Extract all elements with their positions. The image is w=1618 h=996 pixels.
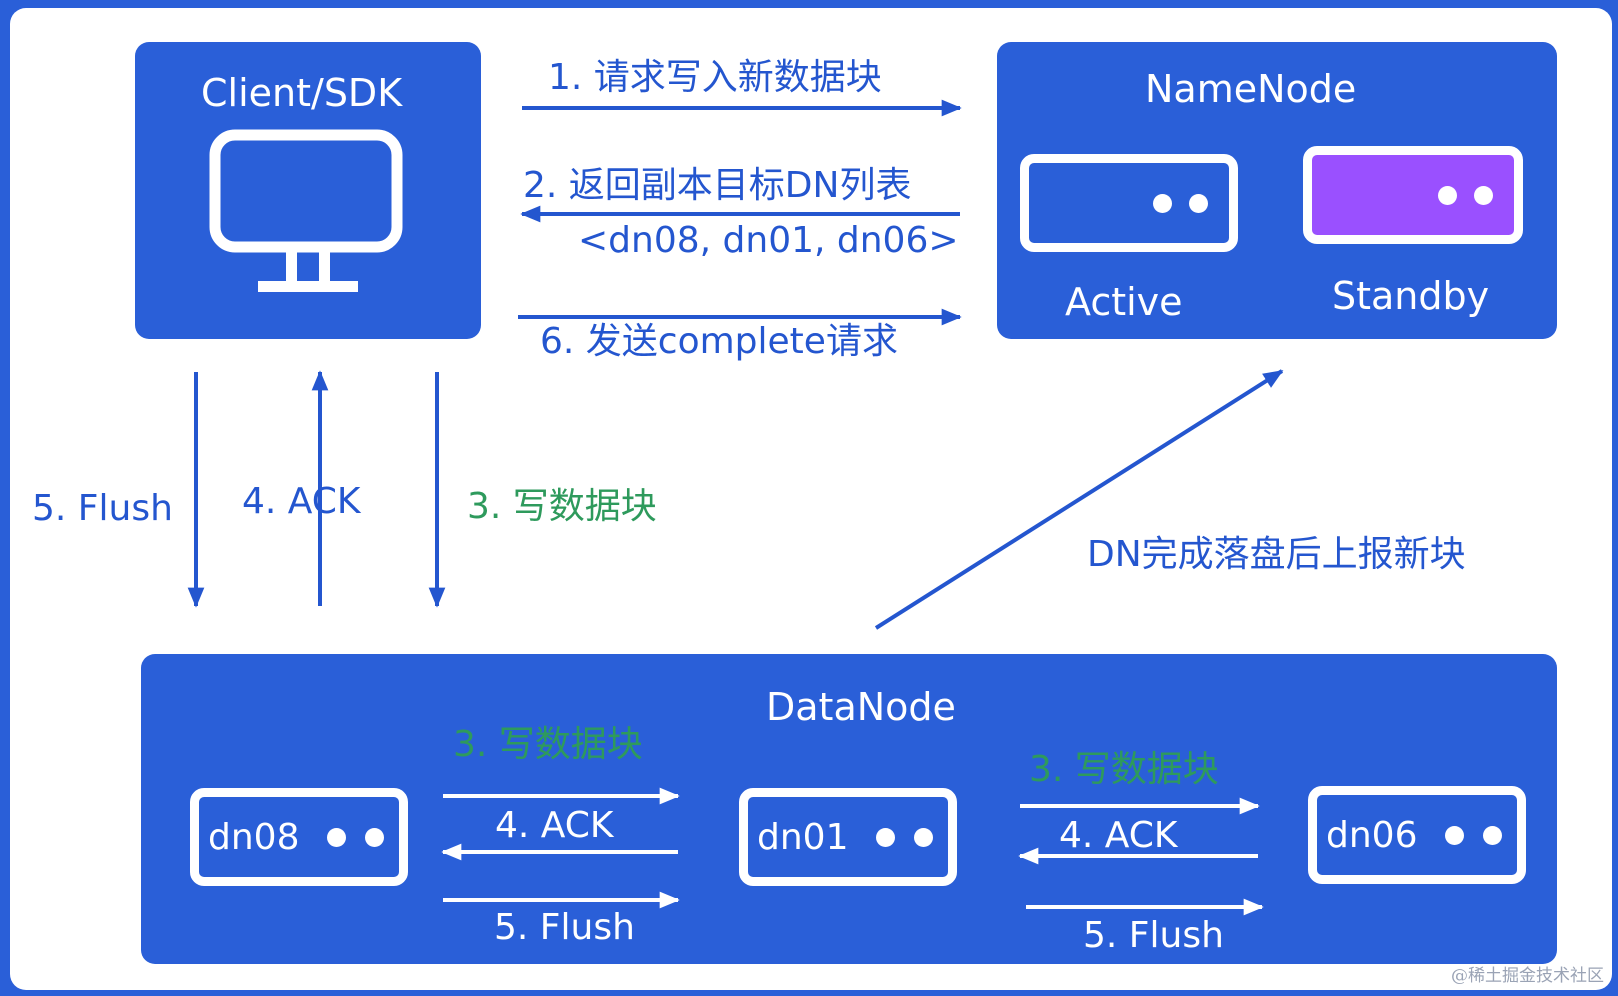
pipeline-write-label-2: 3. 写数据块 bbox=[1029, 749, 1219, 790]
step-ack: 4. ACK bbox=[242, 481, 361, 522]
step-complete: 6. 发送complete请求 bbox=[540, 321, 898, 362]
server-dot bbox=[365, 828, 384, 847]
server-dot bbox=[876, 828, 895, 847]
server-dot bbox=[1189, 194, 1208, 213]
standby-server bbox=[1303, 146, 1523, 244]
namenode-panel: NameNode Active Standby bbox=[997, 42, 1557, 339]
server-dot bbox=[914, 828, 933, 847]
step-report: DN完成落盘后上报新块 bbox=[1087, 534, 1466, 575]
step-request-write: 1. 请求写入新数据块 bbox=[548, 57, 882, 98]
pipeline-write-label-1: 3. 写数据块 bbox=[453, 724, 643, 765]
server-dot bbox=[1474, 186, 1493, 205]
dn01-label: dn01 bbox=[757, 817, 849, 858]
client-panel: Client/SDK bbox=[135, 42, 481, 339]
pipeline-ack-label-2: 4. ACK bbox=[1059, 815, 1178, 856]
datanode-title: DataNode bbox=[766, 685, 956, 729]
dn06-label: dn06 bbox=[1326, 815, 1418, 856]
server-dot bbox=[1445, 826, 1464, 845]
server-dot bbox=[327, 828, 346, 847]
dn08-server: dn08 bbox=[190, 788, 408, 886]
watermark: @稀土掘金技术社区 bbox=[1451, 966, 1604, 986]
server-dot bbox=[1438, 186, 1457, 205]
pipeline-flush-label-2: 5. Flush bbox=[1083, 915, 1224, 956]
dn01-server: dn01 bbox=[739, 788, 957, 886]
arrow-report bbox=[874, 369, 1284, 630]
dn06-server: dn06 bbox=[1308, 786, 1526, 884]
step-flush: 5. Flush bbox=[32, 488, 173, 529]
server-dot bbox=[1483, 826, 1502, 845]
datanode-panel: DataNode dn08 dn01 dn06 3. 写数据块 4. ACK 5… bbox=[141, 654, 1557, 964]
arrows-layer bbox=[187, 99, 1284, 916]
standby-label: Standby bbox=[1332, 274, 1490, 318]
monitor-icon bbox=[209, 129, 403, 292]
dn08-label: dn08 bbox=[208, 817, 300, 858]
active-label: Active bbox=[1065, 280, 1183, 324]
pipeline-ack-label-1: 4. ACK bbox=[495, 805, 614, 846]
step-write-block: 3. 写数据块 bbox=[467, 486, 657, 527]
pipeline-flush-label-1: 5. Flush bbox=[494, 907, 635, 948]
diagram-canvas: Client/SDK NameNode Active Standby DataN… bbox=[10, 8, 1612, 990]
namenode-title: NameNode bbox=[1145, 67, 1357, 111]
client-title: Client/SDK bbox=[201, 71, 403, 115]
step-return-list: 2. 返回副本目标DN列表 bbox=[523, 165, 912, 206]
step-dn-list: <dn08, dn01, dn06> bbox=[578, 220, 959, 261]
server-dot bbox=[1153, 194, 1172, 213]
active-server bbox=[1020, 154, 1238, 252]
